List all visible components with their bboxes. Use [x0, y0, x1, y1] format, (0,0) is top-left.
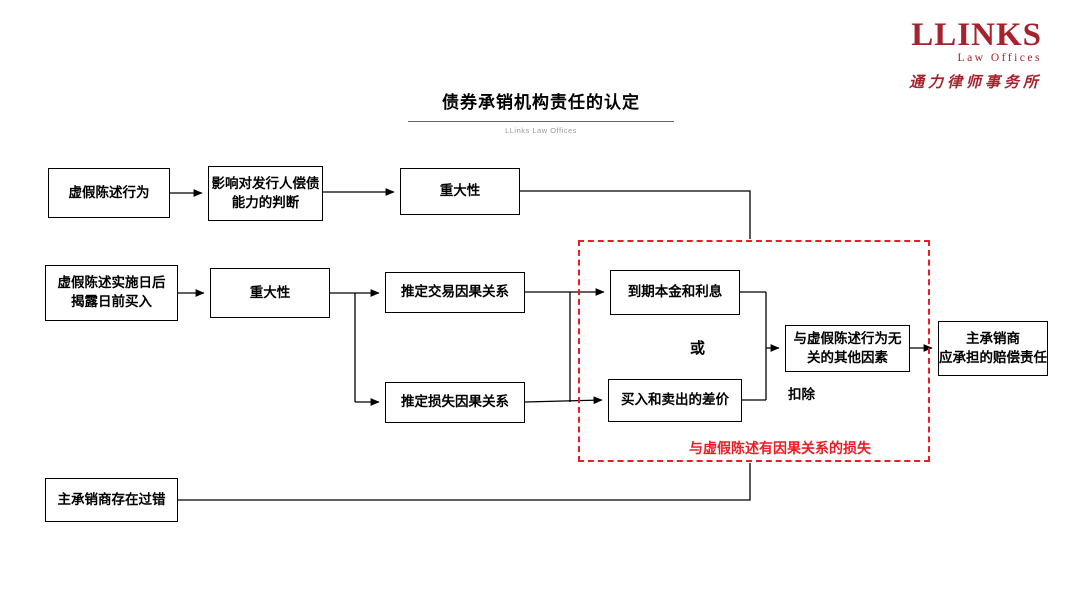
- deduct-label: 扣除: [788, 387, 815, 402]
- causal-loss-region-outline: [578, 240, 930, 462]
- node-buy-sell-price-difference: 买入和卖出的差价: [608, 379, 742, 422]
- title-block: 债券承销机构责任的认定 LLinks Law Offices: [408, 88, 674, 135]
- node-unrelated-factors: 与虚假陈述行为无 关的其他因素: [785, 325, 910, 372]
- title-underline: [408, 121, 674, 122]
- connector: [178, 463, 751, 501]
- node-materiality-top: 重大性: [400, 168, 520, 215]
- logo-wordmark: LLINKS: [911, 17, 1042, 53]
- node-principal-and-interest: 到期本金和利息: [610, 270, 740, 315]
- logo-law-offices-text: Law Offices: [957, 52, 1042, 65]
- node-presumed-loss-causation: 推定损失因果关系: [385, 382, 525, 423]
- or-label: 或: [690, 340, 706, 357]
- connector: [524, 396, 603, 405]
- connector: [520, 190, 751, 239]
- node-underwriter-compensation: 主承销商 应承担的赔偿责任: [938, 321, 1048, 376]
- node-underwriter-fault: 主承销商存在过错: [45, 478, 178, 522]
- logo-chinese-name: 通力律师事务所: [908, 74, 1042, 92]
- page-title: 债券承销机构责任的认定: [442, 93, 640, 112]
- title-subtitle: LLinks Law Offices: [505, 126, 577, 135]
- causal-loss-label: 与虚假陈述有因果关系的损失: [689, 440, 871, 456]
- node-purchase-window: 虚假陈述实施日后 揭露日前买入: [45, 265, 178, 321]
- node-materiality-mid: 重大性: [210, 268, 330, 318]
- node-presumed-transaction-causation: 推定交易因果关系: [385, 272, 525, 313]
- node-false-statement: 虚假陈述行为: [48, 168, 170, 218]
- llinks-logo: LLINKS Law Offices 通力律师事务所: [908, 17, 1042, 92]
- node-impact-on-solvency-judgment: 影响对发行人偿债 能力的判断: [208, 166, 323, 221]
